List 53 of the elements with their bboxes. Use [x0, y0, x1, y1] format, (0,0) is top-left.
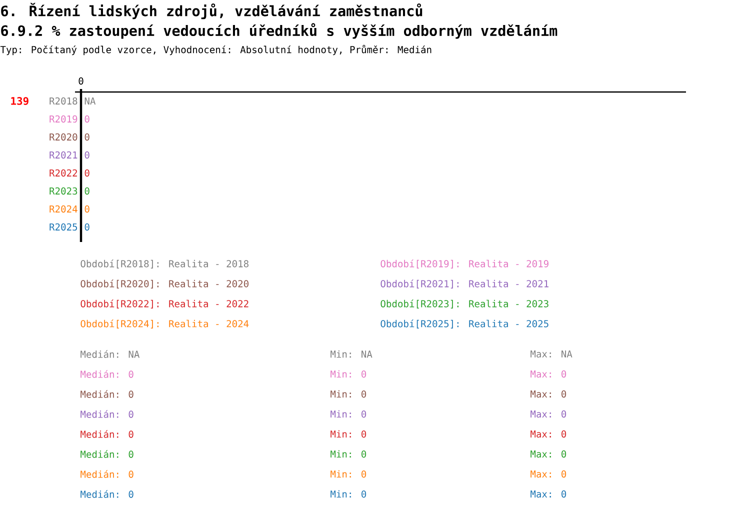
statistic-label: Max: 0: [530, 390, 566, 398]
legend-entry: Období[R2024]: Realita - 2024: [80, 320, 249, 328]
statistic-label: Max: 0: [530, 490, 566, 498]
category-label: R2018: [50, 97, 78, 105]
category-label: R2019: [50, 115, 78, 123]
statistic-label: Max: 0: [530, 370, 566, 378]
statistic-label: Medián: 0: [80, 490, 134, 498]
statistic-label: Min: 0: [330, 390, 366, 398]
legend-entry: Období[R2022]: Realita - 2022: [80, 300, 248, 308]
value-label: NA: [84, 98, 96, 104]
statistic-label: Min: 0: [330, 410, 366, 418]
legend-entry: Období[R2021]: Realita - 2021: [380, 280, 548, 288]
category-label: R2020: [50, 133, 78, 141]
statistic-label: Max: 0: [530, 430, 566, 438]
legend-entry: Období[R2023]: Realita - 2023: [380, 300, 548, 308]
statistic-label: Min: NA: [330, 350, 372, 358]
legend-entry: Období[R2019]: Realita - 2019: [380, 260, 548, 268]
statistic-label: Min: 0: [330, 370, 366, 378]
legend-entry: Období[R2020]: Realita - 2020: [80, 280, 248, 288]
count-number: 139: [11, 97, 28, 105]
value-label: 0: [84, 205, 90, 213]
category-label: R2023: [50, 187, 78, 195]
statistic-label: Medián: 0: [80, 450, 134, 458]
statistic-label: Min: 0: [330, 470, 366, 478]
category-label: R2025: [50, 223, 78, 231]
axis-tick-label: 0: [78, 77, 84, 85]
statistic-label: Medián: 0: [80, 410, 134, 418]
value-label: 0: [84, 223, 90, 231]
statistic-label: Max: 0: [530, 470, 566, 478]
category-label: R2024: [50, 205, 78, 213]
statistic-label: Medián: 0: [80, 390, 134, 398]
statistic-label: Medián: 0: [80, 470, 134, 478]
legend-entry: Období[R2025]: Realita - 2025: [380, 320, 548, 328]
value-label: 0: [84, 187, 90, 195]
category-label: R2021: [50, 151, 78, 159]
statistic-label: Medián: 0: [80, 430, 134, 438]
category-label: R2022: [50, 169, 77, 177]
statistic-label: Medián: NA: [80, 350, 140, 358]
subtitle: 6.9.2 % zastoupení vedoucích úředníků s vyšším odborným vzděláním: [1, 23, 558, 39]
statistic-label: Max: 0: [530, 450, 566, 458]
statistic-label: Min: 0: [330, 490, 366, 498]
statistic-label: Medián: 0: [80, 370, 134, 378]
statistic-label: Min: 0: [330, 430, 366, 438]
page-title: 6. Řízení lidských zdrojů, vzdělávání zaměstnanců: [1, 2, 422, 20]
value-label: 0: [84, 115, 90, 123]
value-label: 0: [84, 169, 90, 177]
statistic-label: Max: 0: [530, 410, 566, 418]
statistic-label: Max: NA: [530, 350, 572, 358]
value-label: 0: [84, 133, 90, 141]
statistic-label: Min: 0: [330, 450, 366, 458]
value-label: 0: [84, 151, 90, 159]
legend-entry: Období[R2018]: Realita - 2018: [80, 260, 248, 268]
info-line: Typ: Počítaný podle vzorce, Vyhodnocení: Absolutní hodnoty, Průměr: Medián: [0, 44, 432, 56]
